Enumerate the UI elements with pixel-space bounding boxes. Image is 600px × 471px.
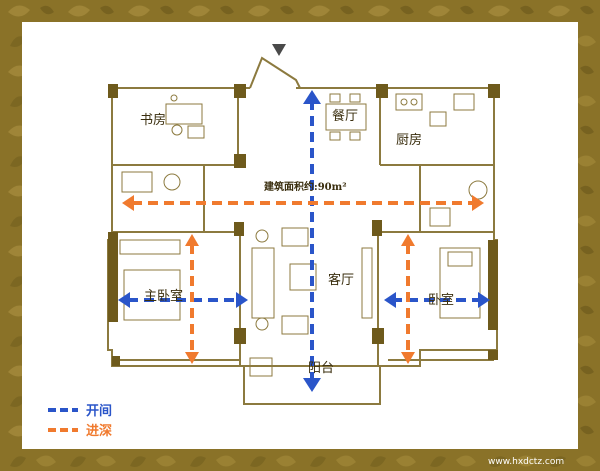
legend-width-label: 开间 [86, 403, 112, 419]
width-arrows [118, 90, 490, 392]
entry-arrow-icon [272, 44, 286, 56]
legend: 开间 进深 [48, 403, 112, 439]
watermark-site: www.hxdctz.com [488, 457, 564, 467]
room-label-balcony: 阳台 [308, 361, 334, 376]
room-label-second-bedroom: 卧室 [428, 292, 454, 308]
room-label-living: 客厅 [328, 272, 354, 288]
room-label-study: 书房 [140, 112, 166, 128]
room-label-master-bedroom: 主卧室 [144, 288, 183, 304]
legend-depth-label: 进深 [86, 423, 112, 439]
depth-arrows [122, 195, 484, 364]
furniture [119, 93, 488, 377]
room-label-kitchen: 厨房 [396, 132, 422, 148]
area-note: 建筑面积约:90m² [263, 180, 347, 193]
room-label-dining: 餐厅 [332, 108, 358, 124]
watermark: ■■■■ www.hxdctz.com [440, 418, 564, 467]
watermark-logo: ■■■■ [440, 418, 553, 453]
wall-posts [108, 84, 500, 366]
